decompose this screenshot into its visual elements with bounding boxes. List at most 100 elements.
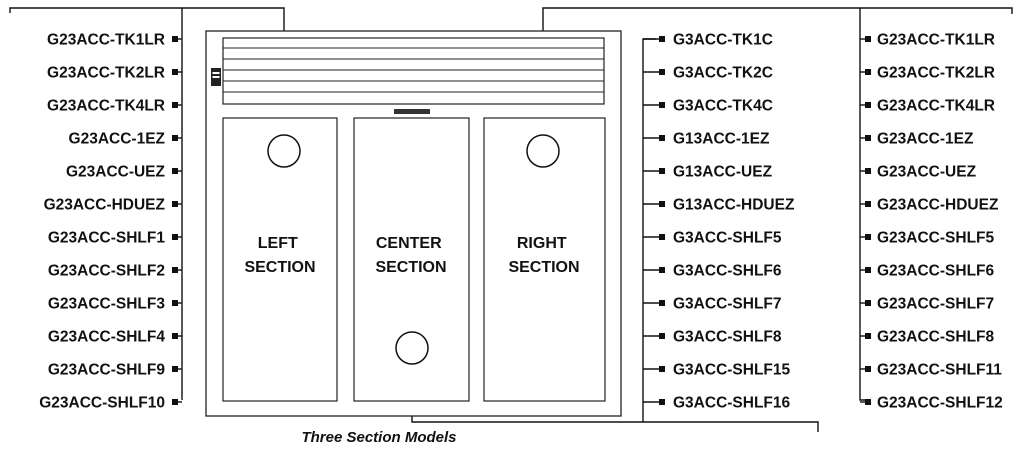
model-number-label: G13ACC-HDUEZ (673, 197, 795, 214)
model-entry: G23ACC-SHLF11 (860, 362, 1002, 379)
model-number-label: G23ACC-TK1LR (47, 32, 165, 49)
model-entry: G3ACC-TK4C (643, 98, 773, 115)
model-entry: G23ACC-TK1LR (860, 32, 995, 49)
model-entry: G23ACC-SHLF9 (48, 362, 182, 379)
model-number-label: G23ACC-1EZ (877, 131, 974, 148)
bullet-square (172, 102, 178, 108)
model-entry: G23ACC-SHLF8 (860, 329, 995, 346)
left-section-label: LEFT SECTION (244, 235, 315, 276)
bullet-square (172, 69, 178, 75)
model-number-label: G13ACC-1EZ (673, 131, 770, 148)
model-number-label: G23ACC-TK4LR (47, 98, 165, 115)
bullet-square (659, 366, 665, 372)
figure-caption: Three Section Models (301, 429, 456, 446)
model-entry: G23ACC-SHLF2 (48, 263, 182, 280)
model-entry: G23ACC-UEZ (860, 164, 977, 181)
model-number-label: G23ACC-SHLF1 (48, 230, 166, 247)
model-number-label: G23ACC-UEZ (877, 164, 977, 181)
model-entry: G23ACC-TK4LR (47, 98, 182, 115)
model-number-label: G23ACC-TK2LR (47, 65, 165, 82)
bullet-square (865, 69, 871, 75)
model-entry: G23ACC-SHLF6 (860, 263, 995, 280)
bullet-square (659, 300, 665, 306)
model-number-label: G3ACC-SHLF6 (673, 263, 782, 280)
model-number-label: G23ACC-TK1LR (877, 32, 995, 49)
model-entry: G23ACC-HDUEZ (44, 197, 182, 214)
model-entry: G3ACC-SHLF7 (643, 296, 782, 313)
bullet-square (172, 333, 178, 339)
model-number-label: G3ACC-SHLF7 (673, 296, 782, 313)
model-number-label: G3ACC-SHLF5 (673, 230, 782, 247)
model-number-label: G23ACC-SHLF9 (48, 362, 166, 379)
model-entry: G13ACC-UEZ (643, 164, 773, 181)
model-number-label: G13ACC-UEZ (673, 164, 773, 181)
right-section-label: RIGHT SECTION (508, 235, 579, 276)
model-number-label: G23ACC-SHLF4 (48, 329, 166, 346)
bullet-square (865, 267, 871, 273)
model-entry: G23ACC-TK2LR (47, 65, 182, 82)
model-number-label: G23ACC-SHLF12 (877, 395, 1003, 412)
model-entry: G13ACC-HDUEZ (643, 197, 795, 214)
bullet-square (865, 366, 871, 372)
model-entry: G23ACC-TK2LR (860, 65, 995, 82)
model-number-label: G3ACC-SHLF8 (673, 329, 782, 346)
bullet-square (172, 168, 178, 174)
model-number-label: G23ACC-SHLF5 (877, 230, 995, 247)
model-entry: G3ACC-SHLF15 (643, 362, 791, 379)
model-number-label: G23ACC-SHLF7 (877, 296, 994, 313)
model-entry: G23ACC-SHLF5 (860, 230, 995, 247)
bullet-square (659, 234, 665, 240)
model-number-label: G23ACC-SHLF6 (877, 263, 995, 280)
nameplate-badge (394, 109, 430, 114)
bullet-square (659, 135, 665, 141)
model-number-label: G23ACC-SHLF8 (877, 329, 995, 346)
bullet-square (172, 135, 178, 141)
bullet-square (865, 333, 871, 339)
model-entry: G23ACC-SHLF3 (48, 296, 182, 313)
center-bracket-line (642, 38, 656, 422)
cabinet: LEFT SECTION CENTER SECTION RIGHT SECTIO… (205, 30, 622, 417)
bullet-square (659, 399, 665, 405)
center-model-list: G3ACC-TK1CG3ACC-TK2CG3ACC-TK4CG13ACC-1EZ… (643, 32, 795, 412)
bullet-square (865, 168, 871, 174)
bullet-square (172, 201, 178, 207)
model-number-label: G23ACC-SHLF11 (877, 362, 1002, 379)
right-section-marker (526, 134, 560, 168)
bullet-square (865, 399, 871, 405)
model-entry: G23ACC-SHLF4 (48, 329, 182, 346)
bullet-square (172, 36, 178, 42)
model-entry: G23ACC-SHLF1 (48, 230, 182, 247)
model-entry: G3ACC-SHLF5 (643, 230, 782, 247)
model-number-label: G23ACC-UEZ (66, 164, 166, 181)
model-entry: G23ACC-TK1LR (47, 32, 182, 49)
bullet-square (659, 102, 665, 108)
bullet-square (172, 300, 178, 306)
model-entry: G23ACC-SHLF10 (39, 395, 182, 412)
bullet-square (659, 69, 665, 75)
model-entry: G23ACC-TK4LR (860, 98, 995, 115)
bullet-square (659, 267, 665, 273)
model-number-label: G23ACC-TK2LR (877, 65, 995, 82)
model-number-label: G3ACC-TK1C (673, 32, 773, 49)
right-model-list: G23ACC-TK1LR G23ACC-TK2LR G23ACC-TK4LR G23A… (860, 32, 1003, 412)
cabinet-inner (222, 37, 605, 105)
model-number-label: G23ACC-SHLF10 (39, 395, 165, 412)
top-panel-louvers (223, 47, 604, 93)
bullet-square (659, 36, 665, 42)
model-number-label: G23ACC-1EZ (69, 131, 166, 148)
bullet-square (172, 399, 178, 405)
model-entry: G3ACC-TK1C (643, 32, 773, 49)
center-section-label: CENTER SECTION (375, 235, 446, 276)
model-entry: G3ACC-SHLF6 (643, 263, 782, 280)
model-number-label: G23ACC-TK4LR (877, 98, 995, 115)
bullet-square (865, 36, 871, 42)
model-number-label: G23ACC-SHLF2 (48, 263, 165, 280)
bullet-square (865, 102, 871, 108)
left-section-panel (222, 117, 338, 402)
bullet-square (659, 201, 665, 207)
left-model-list: G23ACC-TK1LR G23ACC-TK2LR G23ACC-TK4LR G23A… (39, 32, 182, 412)
bullet-square (172, 366, 178, 372)
control-panel-icon (211, 68, 221, 86)
left-section-marker (267, 134, 301, 168)
